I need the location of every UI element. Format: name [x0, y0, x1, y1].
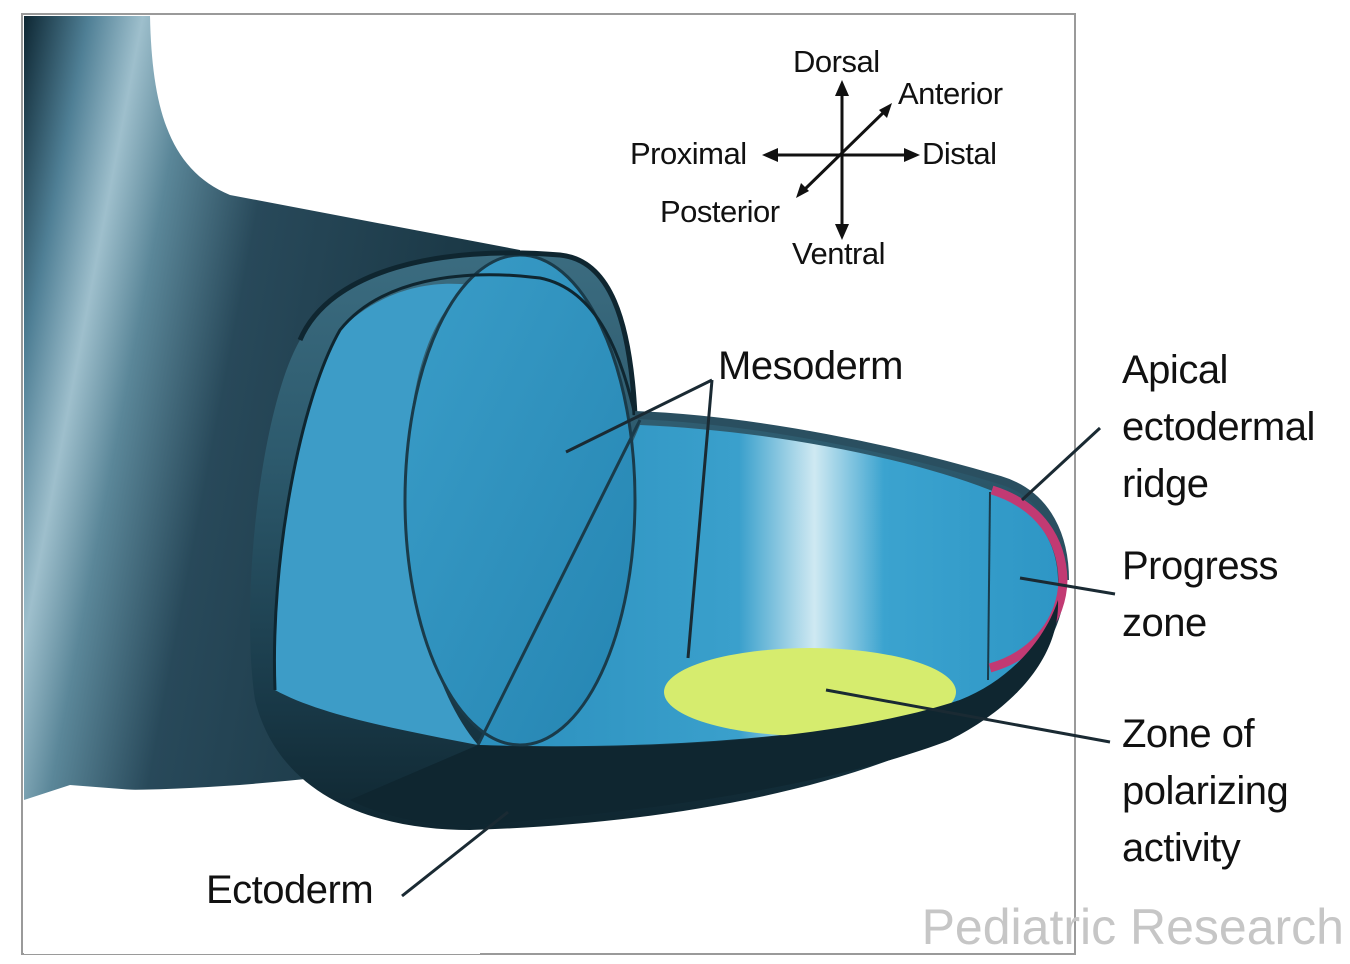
aer-label-line-3: ridge	[1122, 456, 1315, 513]
progress-zone-label-line-2: zone	[1122, 595, 1278, 652]
dorsal-label: Dorsal	[793, 44, 880, 80]
zpa-label-line-2: polarizing	[1122, 763, 1288, 820]
aer-label: Apical ectodermal ridge	[1122, 342, 1315, 513]
mesoderm-label: Mesoderm	[718, 344, 903, 389]
posterior-label: Posterior	[660, 194, 780, 230]
proximal-label: Proximal	[630, 136, 747, 172]
progress-zone-label: Progress zone	[1122, 538, 1278, 652]
distal-label: Distal	[922, 136, 997, 172]
zpa-label-line-1: Zone of	[1122, 706, 1288, 763]
anterior-label: Anterior	[898, 76, 1003, 112]
ventral-label: Ventral	[792, 236, 885, 272]
zpa-label: Zone of polarizing activity	[1122, 706, 1288, 877]
zpa-label-line-3: activity	[1122, 820, 1288, 877]
source-watermark: Pediatric Research	[922, 898, 1344, 956]
aer-label-line-1: Apical	[1122, 342, 1315, 399]
progress-zone-label-line-1: Progress	[1122, 538, 1278, 595]
ectoderm-label: Ectoderm	[206, 868, 373, 913]
aer-label-line-2: ectodermal	[1122, 399, 1315, 456]
